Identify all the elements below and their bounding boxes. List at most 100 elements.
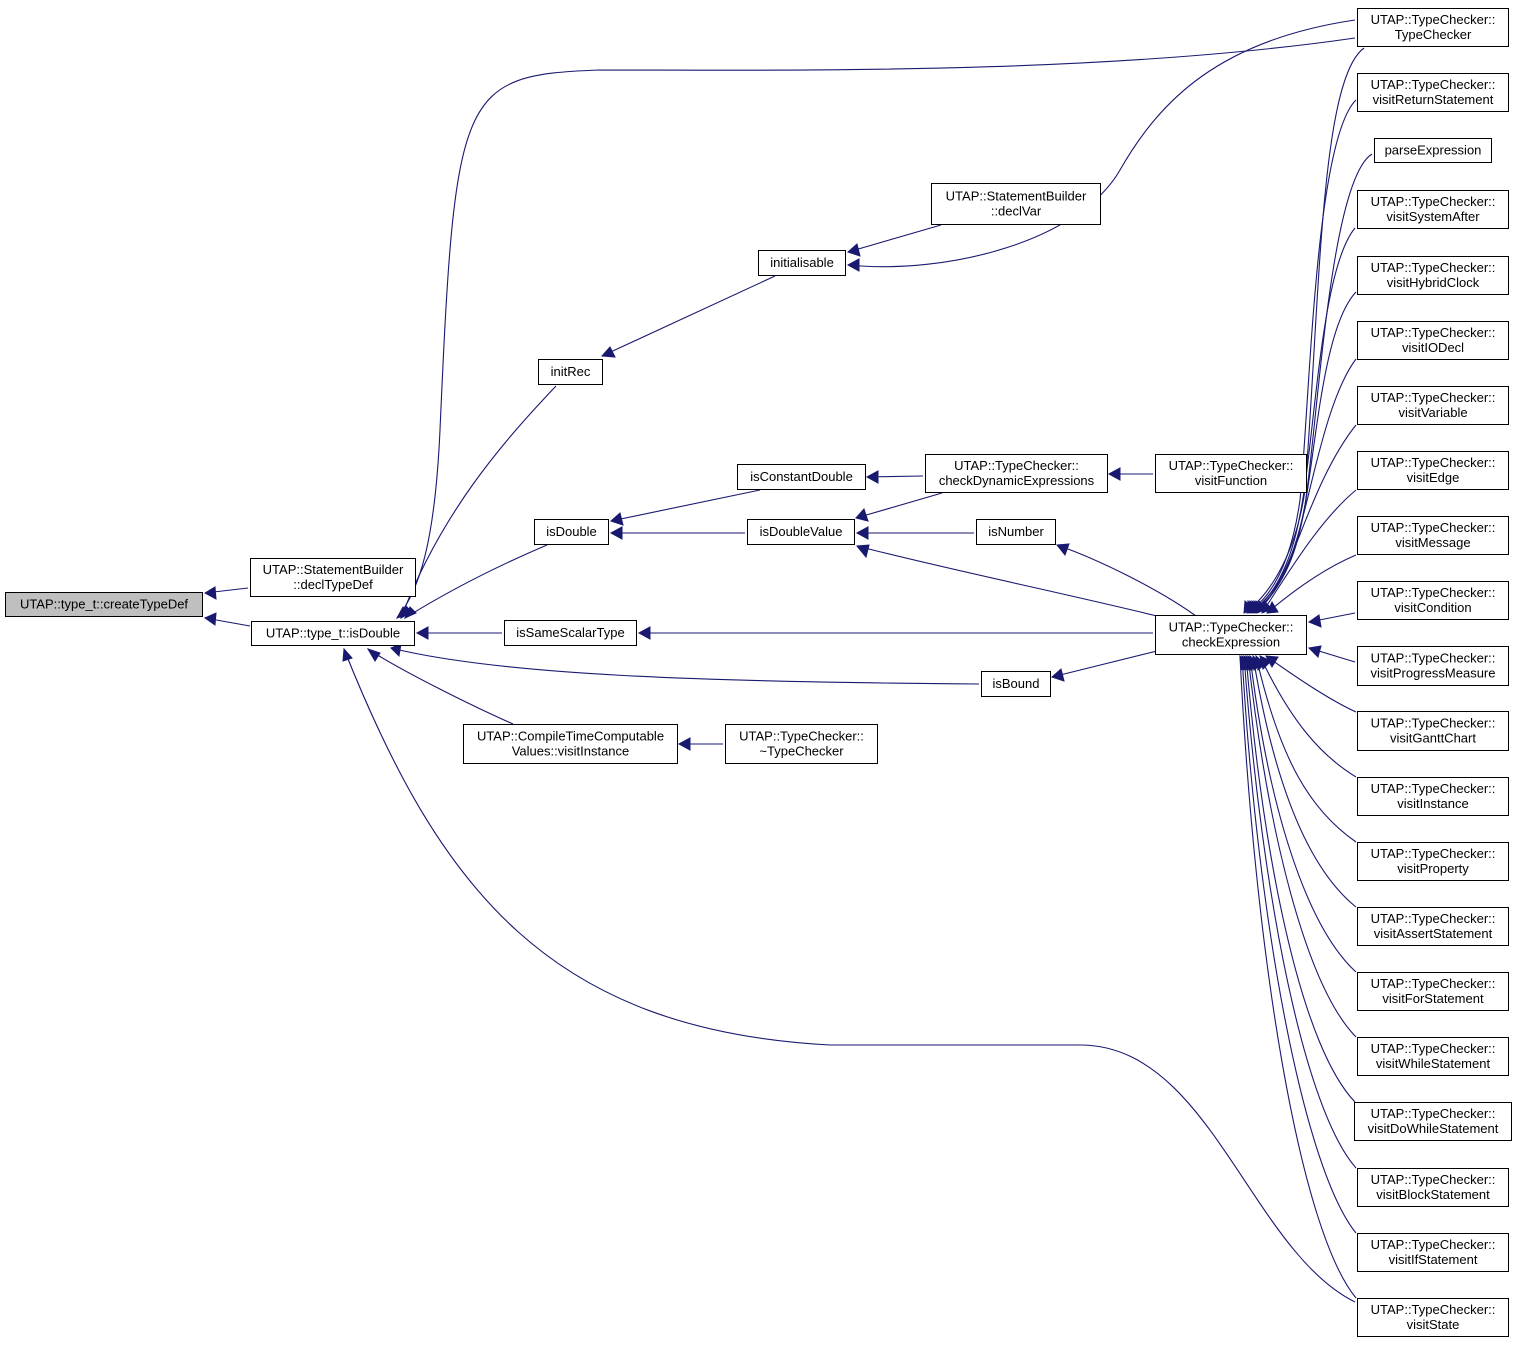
node-isSameScalarType[interactable]: isSameScalarType xyxy=(504,620,637,646)
node-parseExpression[interactable]: parseExpression xyxy=(1374,138,1492,163)
node-label: UTAP::TypeChecker:: xyxy=(1371,1237,1496,1252)
node-visitState[interactable]: UTAP::TypeChecker::visitState xyxy=(1357,1298,1509,1337)
node-label: visitAssertStatement xyxy=(1374,926,1493,941)
node-checkDynamicExpressions[interactable]: UTAP::TypeChecker::checkDynamicExpressio… xyxy=(925,454,1108,493)
node-typeChecker[interactable]: UTAP::TypeChecker::TypeChecker xyxy=(1357,8,1509,47)
node-isDoubleValue[interactable]: isDoubleValue xyxy=(747,519,855,545)
node-label: visitFunction xyxy=(1195,473,1267,488)
node-visitEdge[interactable]: UTAP::TypeChecker::visitEdge xyxy=(1357,451,1509,490)
node-label: UTAP::TypeChecker:: xyxy=(1371,846,1496,861)
node-visitFunction[interactable]: UTAP::TypeChecker::visitFunction xyxy=(1155,454,1307,493)
edge-visitState-to-checkExpression xyxy=(1239,655,1357,1299)
node-visitIfStatement[interactable]: UTAP::TypeChecker::visitIfStatement xyxy=(1357,1233,1509,1272)
arrowhead xyxy=(855,508,869,522)
arrowhead xyxy=(203,586,217,600)
node-visitHybridClock[interactable]: UTAP::TypeChecker::visitHybridClock xyxy=(1357,256,1509,295)
edge-typeChecker-to-initialisable xyxy=(847,19,1356,268)
node-box xyxy=(1357,8,1509,47)
node-box xyxy=(725,724,878,764)
edge-visitSystemAfter-to-checkExpression xyxy=(1250,227,1356,614)
node-label: UTAP::TypeChecker:: xyxy=(1371,1041,1496,1056)
edge-visitState-to-isDoubleType xyxy=(343,648,1356,1303)
node-box xyxy=(1357,1037,1509,1076)
node-visitProperty[interactable]: UTAP::TypeChecker::visitProperty xyxy=(1357,842,1509,881)
node-label: initRec xyxy=(551,364,591,379)
node-visitInstance[interactable]: UTAP::TypeChecker::visitInstance xyxy=(1357,777,1509,816)
node-isDouble[interactable]: isDouble xyxy=(534,519,609,545)
node-visitWhileStatement[interactable]: UTAP::TypeChecker::visitWhileStatement xyxy=(1357,1037,1509,1076)
node-label: UTAP::StatementBuilder xyxy=(263,562,404,577)
node-initialisable[interactable]: initialisable xyxy=(758,250,846,276)
node-visitDoWhileStatement[interactable]: UTAP::TypeChecker::visitDoWhileStatement xyxy=(1354,1102,1512,1141)
node-label: visitCondition xyxy=(1394,600,1471,615)
node-visitMessage[interactable]: UTAP::TypeChecker::visitMessage xyxy=(1357,516,1509,555)
edge-visitBlockStatement-to-checkExpression xyxy=(1243,655,1357,1169)
node-label: visitGanttChart xyxy=(1390,731,1476,746)
node-box xyxy=(1357,1168,1509,1207)
node-visitBlockStatement[interactable]: UTAP::TypeChecker::visitBlockStatement xyxy=(1357,1168,1509,1207)
node-label: checkExpression xyxy=(1182,635,1280,650)
node-label: UTAP::TypeChecker:: xyxy=(1371,325,1496,340)
node-visitForStatement[interactable]: UTAP::TypeChecker::visitForStatement xyxy=(1357,972,1509,1011)
node-box xyxy=(1357,842,1509,881)
node-label: UTAP::TypeChecker:: xyxy=(1371,976,1496,991)
node-isBound[interactable]: isBound xyxy=(981,671,1051,697)
edge-visitGanttChart-to-checkExpression xyxy=(1265,655,1357,713)
node-label: visitState xyxy=(1407,1317,1460,1332)
node-box xyxy=(5,592,203,617)
arrowhead xyxy=(855,526,869,540)
node-visitProgressMeasure[interactable]: UTAP::TypeChecker::visitProgressMeasure xyxy=(1357,646,1509,686)
node-visitIODecl[interactable]: UTAP::TypeChecker::visitIODecl xyxy=(1357,321,1509,360)
node-box xyxy=(1357,1298,1509,1337)
graph-nodes: UTAP::type_t::createTypeDef UTAP::Stateme… xyxy=(5,8,1512,1337)
node-initRec[interactable]: initRec xyxy=(538,359,603,385)
node-visitAssertStatement[interactable]: UTAP::TypeChecker::visitAssertStatement xyxy=(1357,907,1509,946)
arrowhead xyxy=(609,526,623,540)
node-label: UTAP::TypeChecker:: xyxy=(954,458,1079,473)
node-label: UTAP::TypeChecker:: xyxy=(1371,1106,1496,1121)
node-box xyxy=(1357,73,1509,112)
edge-visitDoWhileStatement-to-checkExpression xyxy=(1245,655,1356,1103)
node-box xyxy=(931,183,1101,225)
node-checkExpression[interactable]: UTAP::TypeChecker::checkExpression xyxy=(1155,615,1307,655)
node-isDoubleType[interactable]: UTAP::type_t::isDouble xyxy=(251,621,415,646)
node-box xyxy=(1357,711,1509,751)
node-isConstantDouble[interactable]: isConstantDouble xyxy=(737,464,866,490)
edge-checkDynamicExpressions-to-isDoubleValue xyxy=(855,492,943,519)
edge-visitWhileStatement-to-checkExpression xyxy=(1247,655,1357,1038)
graph-arrowheads xyxy=(203,243,1322,751)
node-createTypeDef[interactable]: UTAP::type_t::createTypeDef xyxy=(5,592,203,617)
node-label: isDouble xyxy=(546,524,597,539)
node-box xyxy=(1357,451,1509,490)
edge-initRec-to-isDoubleType xyxy=(400,385,557,619)
node-visitGanttChart[interactable]: UTAP::TypeChecker::visitGanttChart xyxy=(1357,711,1509,751)
arrowhead xyxy=(1051,668,1065,682)
node-label: checkDynamicExpressions xyxy=(939,473,1095,488)
node-box xyxy=(538,359,603,385)
node-visitVariable[interactable]: UTAP::TypeChecker::visitVariable xyxy=(1357,386,1509,425)
node-box xyxy=(1357,386,1509,425)
node-visitReturnStatement[interactable]: UTAP::TypeChecker::visitReturnStatement xyxy=(1357,73,1509,112)
node-destructor[interactable]: UTAP::TypeChecker::~TypeChecker xyxy=(725,724,878,764)
node-visitCondition[interactable]: UTAP::TypeChecker::visitCondition xyxy=(1357,581,1509,620)
node-label: ::declTypeDef xyxy=(293,577,373,592)
node-isNumber[interactable]: isNumber xyxy=(976,519,1056,545)
arrowhead xyxy=(610,512,624,526)
node-box xyxy=(1357,1233,1509,1272)
edge-initialisable-to-initRec xyxy=(601,275,776,357)
node-ctcVisitInstance[interactable]: UTAP::CompileTimeComputableValues::visit… xyxy=(463,724,678,764)
arrowhead xyxy=(366,648,381,662)
node-box xyxy=(737,464,866,490)
node-label: UTAP::TypeChecker:: xyxy=(1371,781,1496,796)
node-box xyxy=(758,250,846,276)
node-label: isNumber xyxy=(988,524,1044,539)
node-label: UTAP::TypeChecker:: xyxy=(1371,12,1496,27)
node-label: Values::visitInstance xyxy=(512,744,630,759)
node-box xyxy=(1357,777,1509,816)
node-declTypeDef[interactable]: UTAP::StatementBuilder::declTypeDef xyxy=(250,558,416,597)
edge-visitHybridClock-to-checkExpression xyxy=(1252,291,1357,614)
node-visitSystemAfter[interactable]: UTAP::TypeChecker::visitSystemAfter xyxy=(1357,190,1509,229)
node-declVar[interactable]: UTAP::StatementBuilder::declVar xyxy=(931,183,1101,225)
node-box xyxy=(1354,1102,1512,1141)
